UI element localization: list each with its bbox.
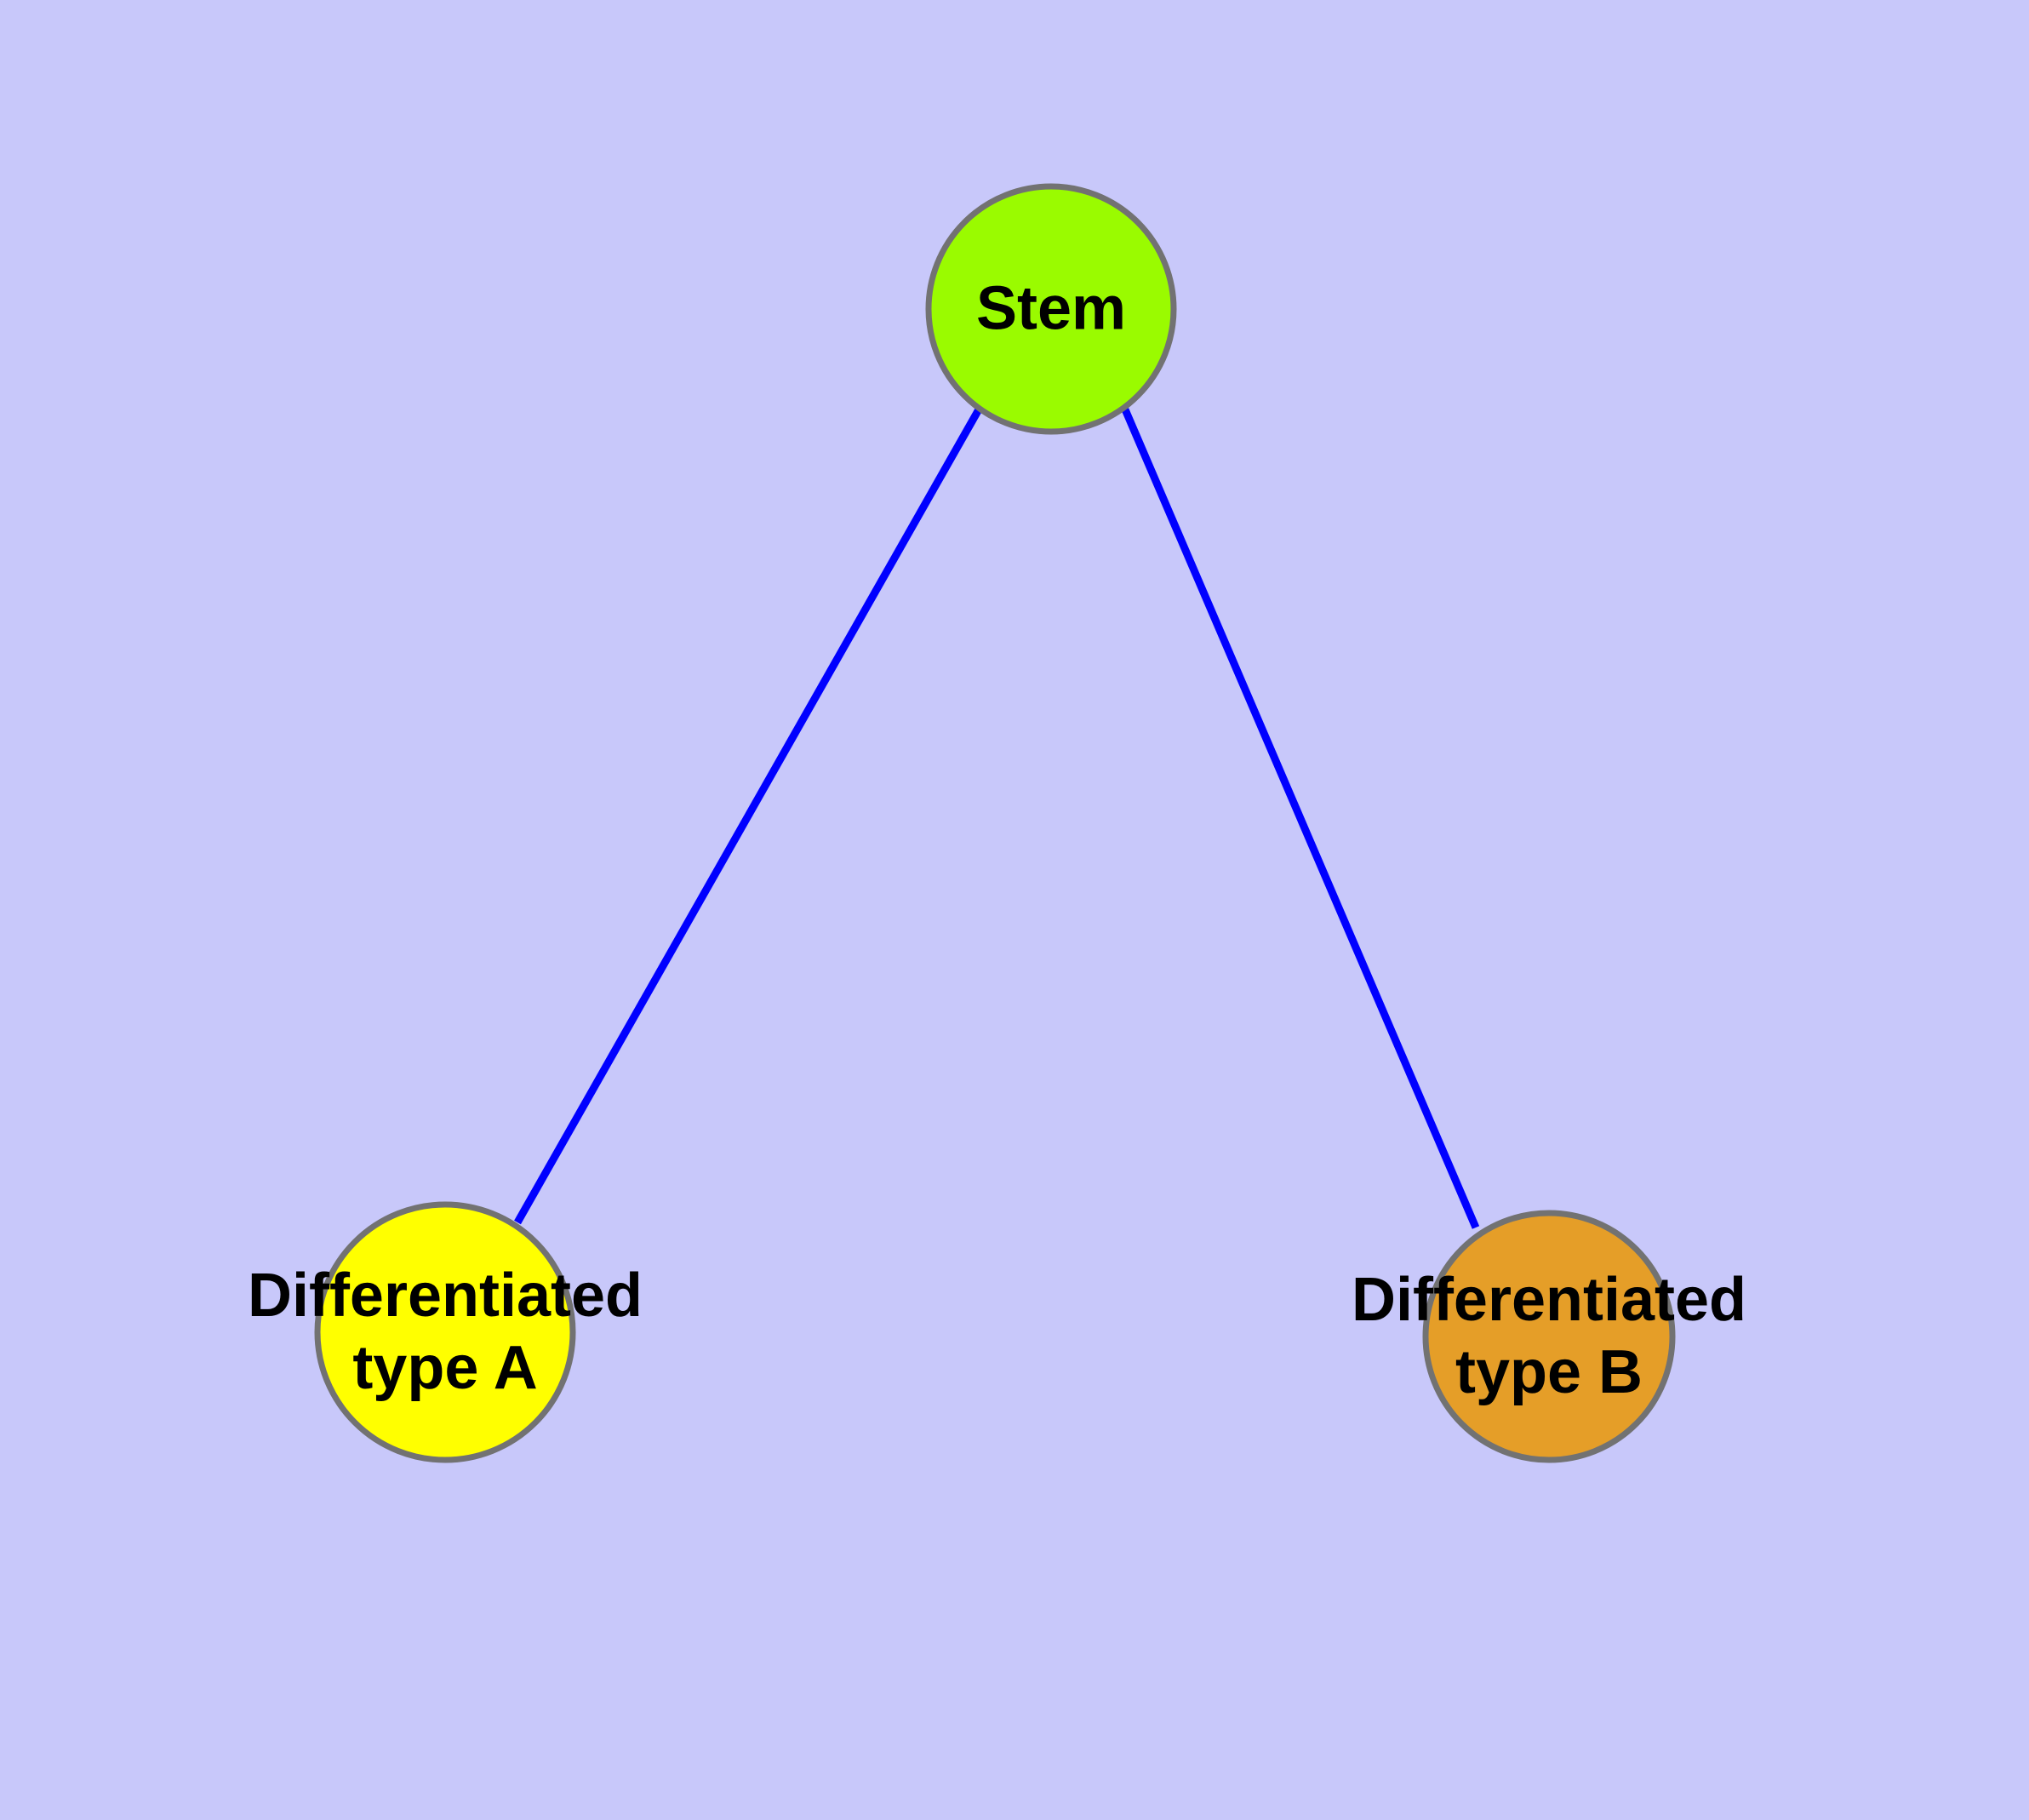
edge-stem-to-differentiated-type-a[interactable] xyxy=(514,407,982,1225)
stem-node[interactable] xyxy=(925,183,1177,435)
differentiated-type-a-node[interactable] xyxy=(314,1201,576,1463)
edge-stem-to-differentiated-type-b[interactable] xyxy=(1121,408,1480,1229)
edge-layer xyxy=(514,407,1480,1229)
node-layer xyxy=(314,183,1676,1463)
differentiated-type-b-node[interactable] xyxy=(1422,1210,1676,1463)
